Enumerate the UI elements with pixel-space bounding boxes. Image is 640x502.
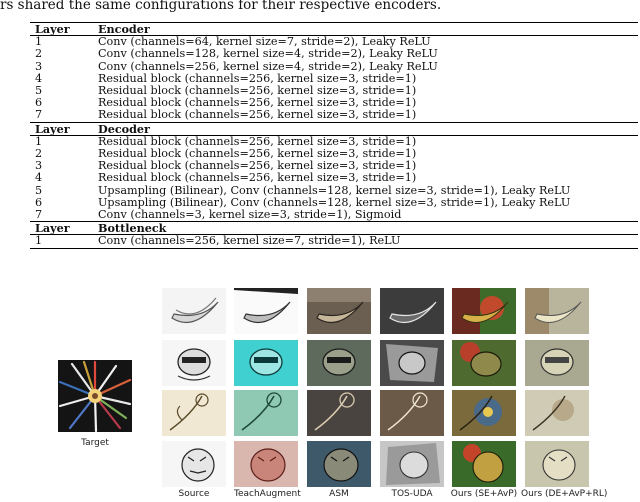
- layer-index: 3: [35, 159, 43, 173]
- tiger-tos-uda: [380, 441, 444, 487]
- layer-config: Conv (channels=128, kernel size=4, strid…: [98, 47, 438, 61]
- caption-fragment: rs shared the same configurations for th…: [0, 0, 442, 13]
- section-title: Bottleneck: [98, 221, 638, 236]
- raccoon-teachaugment: [234, 340, 298, 386]
- tiger-ours-de-avp-rl: [525, 441, 589, 487]
- banana-ours-de-avp-rl: [525, 288, 589, 334]
- raccoon-asm: [307, 340, 371, 386]
- table-row: 3 Conv (channels=256, kernel size=4, stri…: [30, 59, 638, 73]
- table-row: 1 Conv (channels=64, kernel size=7, strid…: [30, 36, 638, 49]
- table-row: 4 Residual block (channels=256, kernel si…: [30, 71, 638, 85]
- layer-config: Conv (channels=64, kernel size=7, stride…: [98, 35, 431, 49]
- table-row: 5 Residual block (channels=256, kernel si…: [30, 84, 638, 98]
- table-row: 2 Conv (channels=128, kernel size=4, stri…: [30, 48, 638, 60]
- banana-ours-se-avp: [452, 288, 516, 334]
- layer-index: 2: [35, 47, 43, 61]
- flower-teachaugment: [234, 390, 298, 436]
- layer-config: Residual block (channels=256, kernel siz…: [98, 108, 417, 122]
- col-label-ours-se-avp: Ours (SE+AvP): [450, 489, 518, 499]
- raccoon-ours-se-avp: [452, 340, 516, 386]
- layer-index: 5: [35, 84, 43, 98]
- banana-source: [162, 288, 226, 334]
- col-label-teachaugment: TeachAugment: [234, 489, 301, 499]
- layer-column-header: Layer: [30, 121, 98, 136]
- layer-index: 1: [30, 235, 98, 249]
- layer-column-header: Layer: [30, 221, 98, 236]
- layer-index: 6: [35, 195, 43, 209]
- target-label: Target: [81, 438, 109, 448]
- col-label-tos-uda: TOS-UDA: [391, 489, 433, 499]
- tiger-teachaugment: [234, 441, 298, 487]
- col-label-ours-de-avp-rl: Ours (DE+AvP+RL): [521, 489, 608, 499]
- section-title: Encoder: [98, 21, 638, 37]
- table-row: 6 Residual block (channels=256, kernel si…: [30, 97, 638, 109]
- layer-config: Residual block (channels=256, kernel siz…: [98, 96, 417, 110]
- table-row: 3 Residual block (channels=256, kernel si…: [30, 160, 638, 172]
- layer-index: 4: [35, 171, 43, 185]
- layer-config: Conv (channels=256, kernel size=7, strid…: [98, 235, 638, 249]
- layer-config: Residual block (channels=256, kernel siz…: [98, 84, 417, 98]
- table-row: 2 Residual block (channels=256, kernel si…: [30, 147, 638, 161]
- layer-index: 4: [35, 71, 43, 85]
- col-label-source: Source: [178, 489, 210, 499]
- target-image: [58, 360, 132, 432]
- tiger-ours-se-avp: [452, 441, 516, 487]
- layer-config: Residual block (channels=256, kernel siz…: [98, 134, 417, 148]
- layer-column-header: Layer: [30, 21, 98, 37]
- col-label-asm: ASM: [329, 489, 349, 499]
- layer-index: 6: [35, 96, 43, 110]
- raccoon-ours-de-avp-rl: [525, 340, 589, 386]
- layer-index: 7: [35, 108, 43, 122]
- flower-ours-de-avp-rl: [525, 390, 589, 436]
- table-row: 5 Upsampling (Bilinear), Conv (channels=1…: [30, 183, 638, 197]
- tiger-asm: [307, 441, 371, 487]
- raccoon-source: [162, 340, 226, 386]
- layer-config: Residual block (channels=256, kernel siz…: [98, 159, 417, 173]
- layer-index: 2: [35, 147, 43, 161]
- banana-asm: [307, 288, 371, 334]
- table-row: 1 Residual block (channels=256, kernel si…: [30, 135, 638, 148]
- layer-index: 5: [35, 183, 43, 197]
- table-row: 7 Residual block (channels=256, kernel si…: [30, 109, 638, 122]
- tiger-source: [162, 441, 226, 487]
- banana-teachaugment: [234, 288, 298, 334]
- section-title: Decoder: [98, 121, 638, 136]
- layer-config: Conv (channels=256, kernel size=4, strid…: [98, 59, 438, 73]
- layer-config: Residual block (channels=256, kernel siz…: [98, 71, 417, 85]
- layer-config: Residual block (channels=256, kernel siz…: [98, 147, 417, 161]
- table-row: 7 Conv (channels=3, kernel size=3, stride…: [30, 209, 638, 222]
- flower-asm: [307, 390, 371, 436]
- layer-index: 1: [35, 134, 43, 148]
- layer-index: 1: [35, 35, 43, 49]
- layer-config: Upsampling (Bilinear), Conv (channels=12…: [98, 195, 571, 209]
- raccoon-tos-uda: [380, 340, 444, 386]
- layer-config: Residual block (channels=256, kernel siz…: [98, 171, 417, 185]
- table-row: 4 Residual block (channels=256, kernel si…: [30, 172, 638, 184]
- flower-tos-uda: [380, 390, 444, 436]
- banana-tos-uda: [380, 288, 444, 334]
- layer-index: 3: [35, 59, 43, 73]
- table-row: 6 Upsampling (Bilinear), Conv (channels=1…: [30, 195, 638, 209]
- layer-config: Conv (channels=3, kernel size=3, stride=…: [98, 208, 402, 222]
- flower-source: [162, 390, 226, 436]
- layer-config: Upsampling (Bilinear), Conv (channels=12…: [98, 183, 571, 197]
- layer-index: 7: [35, 208, 43, 222]
- flower-ours-se-avp: [452, 390, 516, 436]
